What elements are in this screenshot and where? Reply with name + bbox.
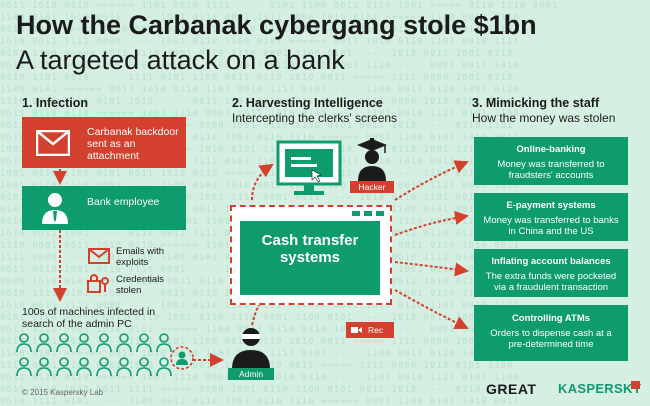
- window-control-minimize-icon: [352, 211, 360, 216]
- key-lock-icon: [87, 274, 109, 293]
- stage2-heading: 2. Harvesting Intelligence: [232, 96, 383, 110]
- great-logo: GREAT: [486, 381, 537, 397]
- page-title: How the Carbanak cybergang stole $1bn: [16, 10, 537, 40]
- cash-transfer-box: Cash transfer systems: [240, 221, 380, 295]
- stage1-heading: 1. Infection: [22, 96, 88, 110]
- hacker-label: Hacker: [350, 181, 394, 193]
- rec-label: Rec: [368, 325, 384, 335]
- stage3-item-title: E-payment systems: [506, 200, 596, 211]
- machines-infected-label: 100s of machines infected in search of t…: [22, 306, 156, 330]
- monitor-icon: [276, 140, 342, 195]
- email-attachment-box: Carbanak backdoor sent as an attachment: [22, 117, 186, 168]
- stage3-item-text: Orders to dispense cash at a pre-determi…: [490, 328, 612, 350]
- stage3-item-title: Inflating account balances: [491, 256, 611, 267]
- copyright-text: © 2015 Kaspersky Lab: [22, 388, 104, 397]
- kaspersky-logo-mark-icon: [631, 381, 640, 389]
- stage3-item-online-banking: Online-banking Money was transferred to …: [474, 137, 628, 185]
- emails-exploits-label: Emails with exploits: [116, 246, 165, 268]
- hacker-icon: [357, 138, 387, 181]
- cash-transfer-label: Cash transfer systems: [261, 232, 359, 266]
- email-attachment-label: Carbanak backdoor sent as an attachment: [87, 126, 179, 162]
- stage3-subheading: How the money was stolen: [472, 111, 616, 125]
- bank-employee-label: Bank employee: [87, 196, 160, 208]
- rec-badge: Rec: [346, 322, 394, 338]
- admin-label: Admin: [228, 368, 274, 380]
- cash-transfer-window: Cash transfer systems: [230, 205, 392, 305]
- stage3-item-text: Money was transferred to banks in China …: [483, 215, 619, 237]
- stage3-item-text: Money was transferred to fraudsters' acc…: [497, 159, 605, 181]
- envelope-icon: [36, 130, 70, 156]
- kaspersky-logo: KASPERSKY: [558, 381, 642, 396]
- infected-machines-grid: [16, 333, 194, 377]
- camera-icon: [351, 327, 362, 333]
- stage3-heading: 3. Mimicking the staff: [472, 96, 600, 110]
- stage3-item-title: Controlling ATMs: [511, 313, 591, 324]
- page-subtitle: A targeted attack on a bank: [16, 45, 345, 75]
- stage2-subheading: Intercepting the clerks' screens: [232, 111, 398, 125]
- stage3-item-inflating-balances: Inflating account balances The extra fun…: [474, 249, 628, 297]
- stage3-item-text: The extra funds were pocketed via a frau…: [485, 271, 617, 293]
- stage3-item-e-payment: E-payment systems Money was transferred …: [474, 193, 628, 241]
- bank-employee-box: Bank employee: [22, 186, 186, 230]
- stage3-item-controlling-atms: Controlling ATMs Orders to dispense cash…: [474, 305, 628, 361]
- employee-icon: [42, 193, 68, 224]
- window-control-maximize-icon: [364, 211, 372, 216]
- email-exploit-icon: [88, 248, 110, 264]
- credentials-stolen-label: Credentials stolen: [116, 274, 165, 296]
- stage3-item-title: Online-banking: [516, 144, 586, 155]
- window-control-close-icon: [376, 211, 384, 216]
- admin-icon: [232, 328, 270, 369]
